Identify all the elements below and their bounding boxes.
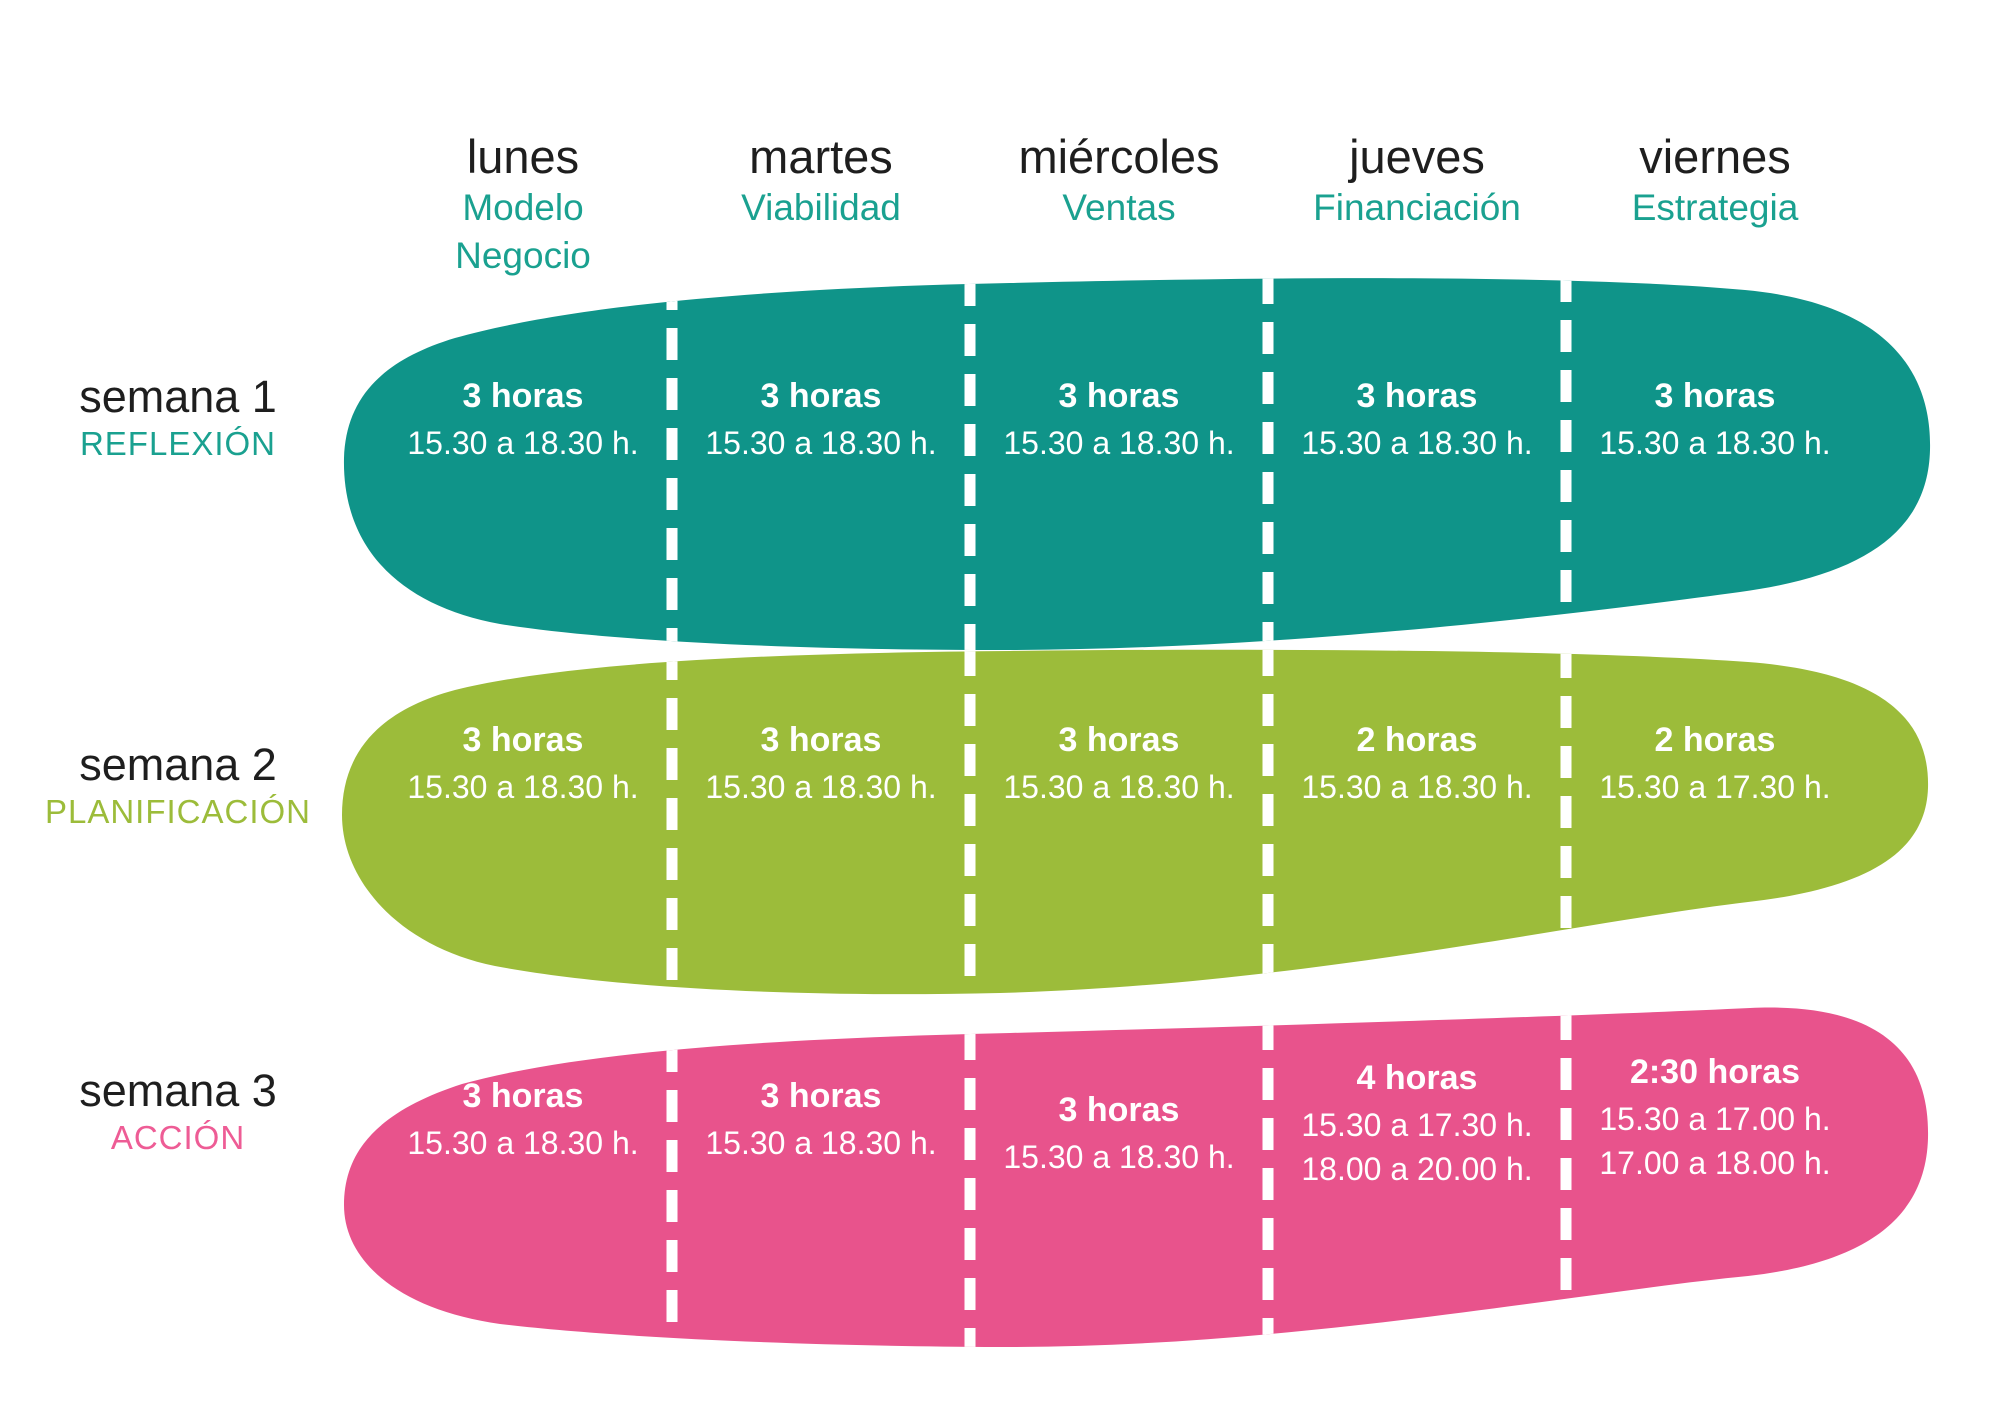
week-phase: ACCIÓN — [110, 1119, 246, 1156]
cell-hours: 3 horas — [1058, 721, 1180, 759]
day-header-miercoles: miércoles Ventas — [969, 130, 1269, 232]
cell-time: 15.30 a 18.30 h. — [1003, 769, 1235, 805]
day-topic-line: Negocio — [455, 235, 591, 276]
cell-hours: 3 horas — [760, 1077, 882, 1115]
cell-week2-jueves: 2 horas 15.30 a 18.30 h. — [1268, 720, 1566, 809]
cell-hours: 3 horas — [462, 377, 584, 415]
cell-hours: 4 horas — [1356, 1059, 1478, 1097]
day-header-jueves: jueves Financiación — [1267, 130, 1567, 232]
week1-band-shape — [343, 278, 1931, 650]
day-name: jueves — [1349, 130, 1485, 183]
cell-week1-martes: 3 horas 15.30 a 18.30 h. — [672, 376, 970, 465]
day-topic-line: Viabilidad — [741, 187, 901, 228]
cell-time: 15.30 a 18.30 h. — [705, 769, 937, 805]
cell-time: 15.30 a 17.30 h. — [1599, 769, 1831, 805]
day-name: miércoles — [1018, 130, 1220, 183]
day-name: martes — [749, 130, 893, 183]
cell-week1-lunes: 3 horas 15.30 a 18.30 h. — [374, 376, 672, 465]
cell-time: 15.30 a 18.30 h. — [1301, 769, 1533, 805]
week-name: semana 2 — [79, 739, 277, 790]
cell-week3-martes: 3 horas 15.30 a 18.30 h. — [672, 1076, 970, 1165]
week-name: semana 1 — [79, 371, 277, 422]
cell-week3-jueves: 4 horas 15.30 a 17.30 h. 18.00 a 20.00 h… — [1268, 1058, 1566, 1191]
day-name: lunes — [466, 130, 580, 183]
week2-day-separators — [666, 649, 1572, 995]
day-topic-line: Financiación — [1313, 187, 1521, 228]
cell-time: 15.30 a 18.30 h. — [407, 1125, 639, 1161]
cell-week3-miercoles: 3 horas 15.30 a 18.30 h. — [970, 1090, 1268, 1179]
cell-week1-miercoles: 3 horas 15.30 a 18.30 h. — [970, 376, 1268, 465]
week1-day-separators — [666, 278, 1572, 650]
cell-time: 15.30 a 18.30 h. — [1003, 1139, 1235, 1175]
day-header-lunes: lunes Modelo Negocio — [373, 130, 673, 280]
cell-hours: 2:30 horas — [1629, 1053, 1801, 1091]
cell-hours: 3 horas — [462, 1077, 584, 1115]
day-topic-line: Estrategia — [1631, 187, 1799, 228]
day-topic-line: Modelo — [462, 187, 584, 228]
week-phase: REFLEXIÓN — [79, 425, 277, 462]
day-header-viernes: viernes Estrategia — [1565, 130, 1865, 232]
cell-time: 17.00 a 18.00 h. — [1599, 1145, 1831, 1181]
cell-hours: 3 horas — [760, 377, 882, 415]
cell-hours: 3 horas — [1356, 377, 1478, 415]
cell-hours: 3 horas — [760, 721, 882, 759]
cell-hours: 3 horas — [462, 721, 584, 759]
cell-time: 15.30 a 18.30 h. — [1003, 425, 1235, 461]
day-header-martes: martes Viabilidad — [671, 130, 971, 232]
cell-time: 15.30 a 18.30 h. — [407, 425, 639, 461]
cell-week1-jueves: 3 horas 15.30 a 18.30 h. — [1268, 376, 1566, 465]
week-name: semana 3 — [79, 1065, 277, 1116]
week2-band-shape — [342, 649, 1929, 995]
week2-label: semana 2 PLANIFICACIÓN — [18, 740, 338, 832]
cell-time: 15.30 a 18.30 h. — [1301, 425, 1533, 461]
cell-week2-miercoles: 3 horas 15.30 a 18.30 h. — [970, 720, 1268, 809]
cell-week1-viernes: 3 horas 15.30 a 18.30 h. — [1566, 376, 1864, 465]
cell-week2-lunes: 3 horas 15.30 a 18.30 h. — [374, 720, 672, 809]
cell-hours: 3 horas — [1058, 377, 1180, 415]
cell-time: 15.30 a 17.00 h. — [1599, 1101, 1831, 1137]
cell-time: 15.30 a 18.30 h. — [705, 425, 937, 461]
cell-week3-lunes: 3 horas 15.30 a 18.30 h. — [374, 1076, 672, 1165]
cell-hours: 2 horas — [1356, 721, 1478, 759]
cell-week3-viernes: 2:30 horas 15.30 a 17.00 h. 17.00 a 18.0… — [1566, 1052, 1864, 1185]
day-topic-line: Ventas — [1062, 187, 1176, 228]
week-phase: PLANIFICACIÓN — [44, 793, 312, 830]
cell-hours: 3 horas — [1058, 1091, 1180, 1129]
cell-time: 18.00 a 20.00 h. — [1301, 1151, 1533, 1187]
cell-time: 15.30 a 18.30 h. — [407, 769, 639, 805]
cell-hours: 3 horas — [1654, 377, 1776, 415]
cell-time: 15.30 a 18.30 h. — [705, 1125, 937, 1161]
week3-band-shape — [344, 1007, 1929, 1348]
cell-week2-martes: 3 horas 15.30 a 18.30 h. — [672, 720, 970, 809]
day-name: viernes — [1639, 130, 1791, 183]
week3-day-separators — [666, 1008, 1572, 1348]
cell-time: 15.30 a 18.30 h. — [1599, 425, 1831, 461]
cell-week2-viernes: 2 horas 15.30 a 17.30 h. — [1566, 720, 1864, 809]
week3-label: semana 3 ACCIÓN — [18, 1066, 338, 1158]
cell-hours: 2 horas — [1654, 721, 1776, 759]
cell-time: 15.30 a 17.30 h. — [1301, 1107, 1533, 1143]
week1-label: semana 1 REFLEXIÓN — [18, 372, 338, 464]
